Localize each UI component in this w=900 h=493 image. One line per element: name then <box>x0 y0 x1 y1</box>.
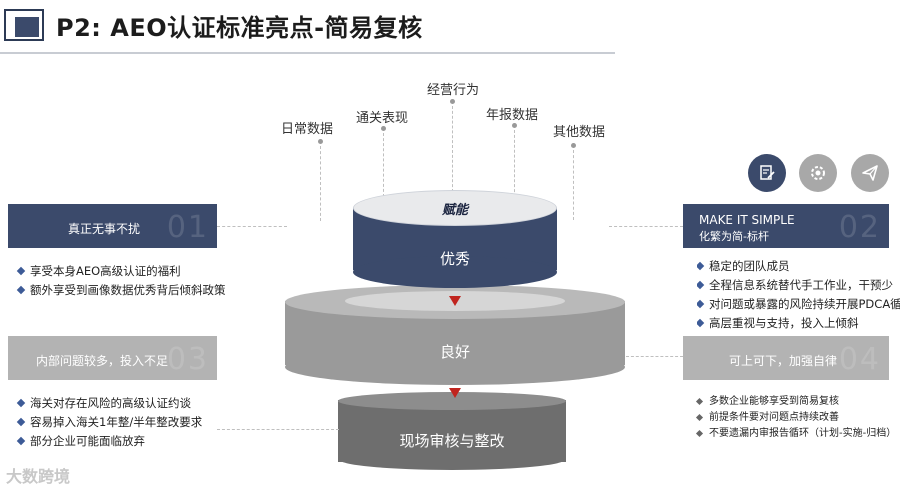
source-label-other: 其他数据 <box>553 125 606 140</box>
list-item: 享受本身AEO高级认证的福利 <box>18 262 226 281</box>
source-connector <box>514 130 515 197</box>
panel-01-header: 01 真正无事不扰 <box>8 204 217 248</box>
panel-03-list: 海关对存在风险的高级认证约谈 容易掉入海关1年整/半年整改要求 部分企业可能面临… <box>18 394 202 451</box>
gear-icon <box>799 154 837 192</box>
list-item: 全程信息系统替代手工作业，干预少 <box>697 276 900 295</box>
source-dot <box>318 139 323 144</box>
list-item: 稳定的团队成员 <box>697 257 900 276</box>
panel-03-connector <box>217 429 339 430</box>
title-logo-square <box>4 9 44 41</box>
panel-04-title: 可上可下，加强自律 <box>729 354 838 368</box>
list-item: 前提条件要对问题点持续改善 <box>697 410 900 426</box>
list-item: 额外享受到画像数据优秀背后倾斜政策 <box>18 281 226 300</box>
source-connector <box>320 146 321 221</box>
panel-01-connector <box>217 226 287 227</box>
list-item: 容易掉入海关1年整/半年整改要求 <box>18 413 202 432</box>
list-item: 海关对存在风险的高级认证约谈 <box>18 394 202 413</box>
list-item: 高层重视与支持，投入上倾斜 <box>697 314 900 333</box>
tier-good-cylinder: 良好 <box>285 285 625 385</box>
panel-04-number: 04 <box>838 342 881 377</box>
panel-04-connector <box>626 356 683 357</box>
tier-excellent-cylinder: 赋能 优秀 <box>353 190 557 288</box>
source-label-customs: 通关表现 <box>356 111 409 126</box>
paper-plane-icon <box>851 154 889 192</box>
source-dot <box>450 99 455 104</box>
list-item: 多数企业能够享受到简易复核 <box>697 394 900 410</box>
source-label-annual: 年报数据 <box>486 108 539 123</box>
tier-audit-cylinder: 现场审核与整改 <box>338 392 566 470</box>
source-connector <box>452 106 453 192</box>
tier-excellent-label: 优秀 <box>439 250 470 268</box>
panel-01-list: 享受本身AEO高级认证的福利 额外享受到画像数据优秀背后倾斜政策 <box>18 262 226 300</box>
panel-04-list: 多数企业能够享受到简易复核 前提条件要对问题点持续改善 不要遗漏内审报告循环（计… <box>697 394 900 442</box>
panel-03-number: 03 <box>166 342 209 377</box>
tier-audit-label: 现场审核与整改 <box>399 432 505 450</box>
source-label-daily: 日常数据 <box>281 122 334 137</box>
source-dot <box>571 143 576 148</box>
tier-good-label: 良好 <box>439 343 470 361</box>
panel-02-header: 02 MAKE IT SIMPLE 化繁为简-标杆 <box>683 204 889 248</box>
document-edit-icon <box>748 154 786 192</box>
source-connector <box>573 150 574 220</box>
panel-02-number: 02 <box>838 210 881 245</box>
panel-04-header: 04 可上可下，加强自律 <box>683 336 889 380</box>
source-dot <box>512 123 517 128</box>
page-title: P2: AEO认证标准亮点-简易复核 <box>56 14 423 42</box>
source-connector <box>383 133 384 197</box>
watermark-logo: 大数跨境 <box>6 467 71 486</box>
down-arrow-icon <box>449 296 461 306</box>
panel-02-list: 稳定的团队成员 全程信息系统替代手工作业，干预少 对问题或暴露的风险持续开展PD… <box>697 257 900 333</box>
down-arrow-icon <box>449 388 461 398</box>
list-item: 对问题或暴露的风险持续开展PDCA循 <box>697 295 900 314</box>
source-label-business: 经营行为 <box>427 83 480 98</box>
list-item: 不要遗漏内审报告循环（计划-实施-归档） <box>697 426 900 442</box>
panel-02-connector <box>609 226 683 227</box>
title-divider <box>0 52 615 54</box>
panel-01-number: 01 <box>166 210 209 245</box>
source-dot <box>381 126 386 131</box>
panel-03-header: 03 内部问题较多，投入不足 <box>8 336 217 380</box>
panel-03-title: 内部问题较多，投入不足 <box>36 354 169 368</box>
lid-text-empower: 赋能 <box>441 203 468 218</box>
list-item: 部分企业可能面临放弃 <box>18 432 202 451</box>
panel-02-title-cn: 化繁为简-标杆 <box>699 230 769 243</box>
panel-02-title-en: MAKE IT SIMPLE <box>699 213 795 227</box>
panel-01-title: 真正无事不扰 <box>68 222 141 236</box>
